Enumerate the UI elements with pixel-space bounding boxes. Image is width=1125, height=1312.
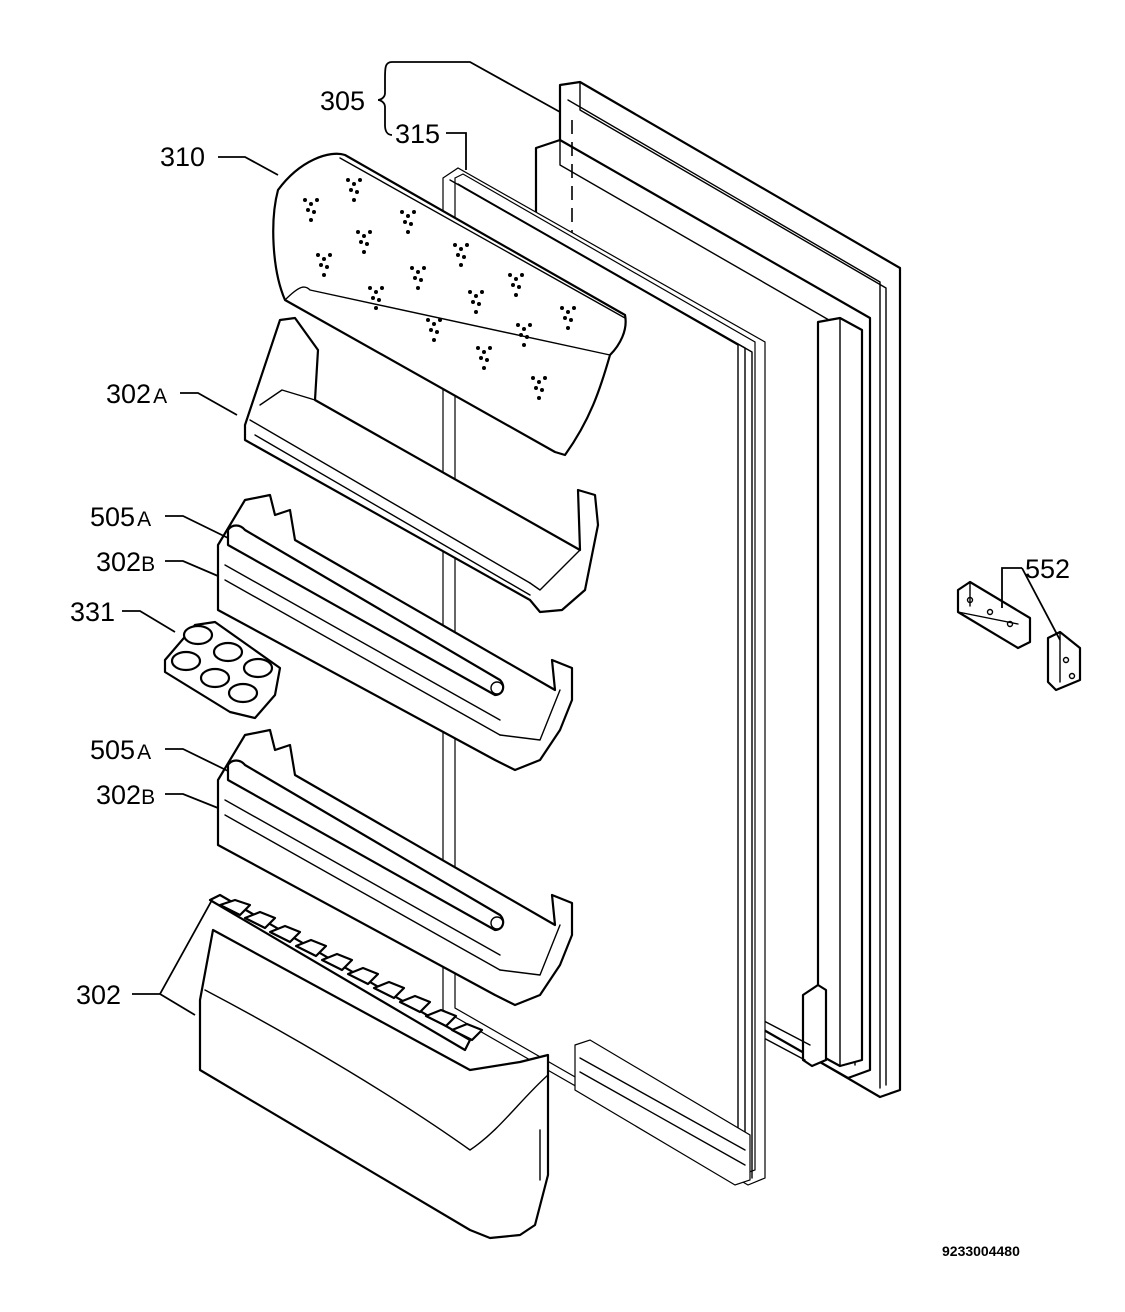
- callout-315: 315: [395, 119, 440, 149]
- dairy-lid-310: [272, 152, 627, 457]
- callout-305: 305: [320, 86, 365, 116]
- bottle-rack: [208, 893, 484, 1052]
- egg-tray-331: [163, 620, 282, 720]
- leader-lines: [122, 61, 1061, 1016]
- callout-505a-lower: 505A: [90, 735, 151, 765]
- callout-302b-lower: 302B: [96, 780, 155, 810]
- callout-302: 302: [76, 980, 121, 1010]
- vent-pattern: [303, 178, 576, 400]
- callout-331: 331: [70, 597, 115, 627]
- drawing-number: 9233004480: [942, 1243, 1020, 1259]
- shelf-rail-505a-lower: [226, 759, 505, 932]
- bottle-shelf-302: [198, 928, 550, 1240]
- callout-labels: 305 315 310 302A 505A 302B 331 505A 302B…: [70, 86, 1070, 1259]
- callout-302b-upper: 302B: [96, 547, 155, 577]
- dairy-shelf-302a: [243, 316, 600, 614]
- callout-310: 310: [160, 142, 205, 172]
- callout-505a-upper: 505A: [90, 502, 151, 532]
- callout-552: 552: [1025, 554, 1070, 584]
- shelf-rail-505a-upper: [226, 524, 505, 697]
- hinge-brackets-552: [956, 580, 1082, 692]
- callout-302a: 302A: [106, 379, 167, 409]
